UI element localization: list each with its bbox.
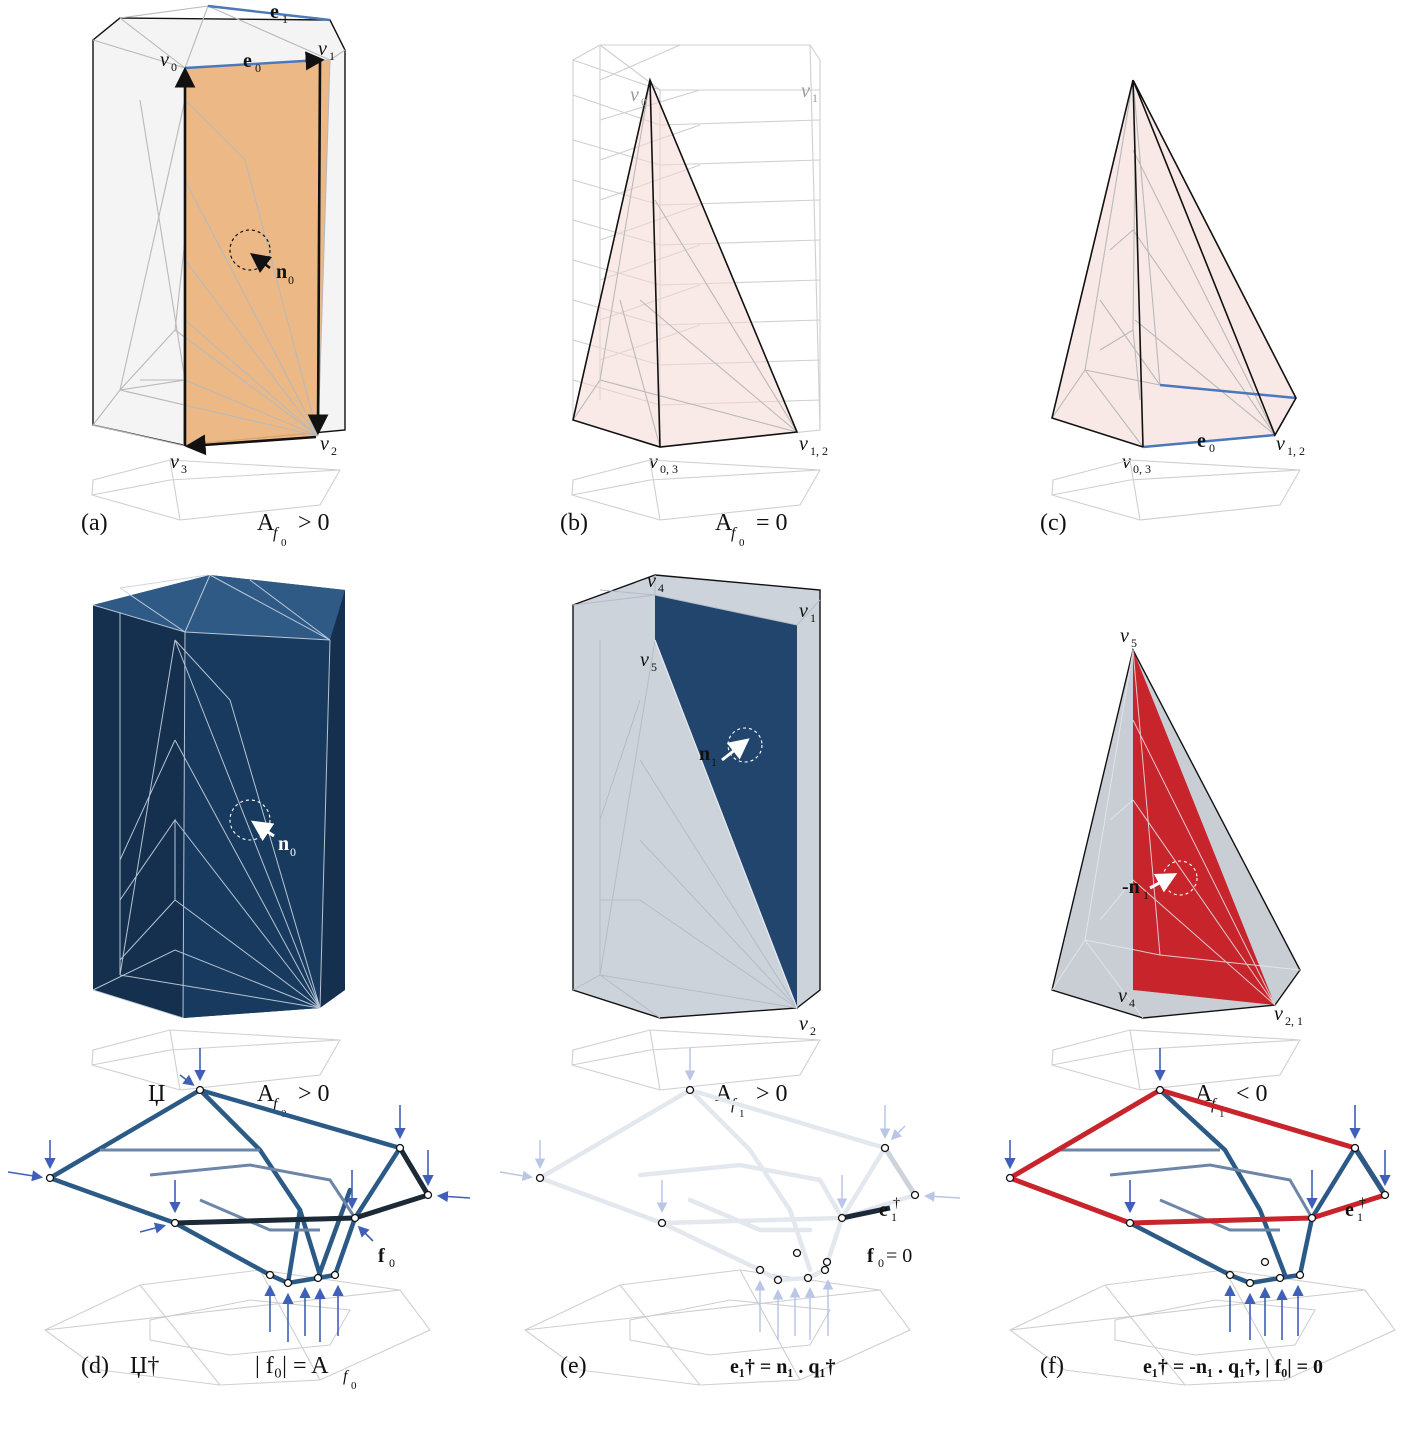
n0-subscript-d: 0 xyxy=(290,845,296,859)
v1-label: v xyxy=(318,38,327,60)
panel-a: v 0 v 1 v 2 v 3 e 1 e 0 n 0 (a) A f 0 > … xyxy=(81,1,346,549)
relation-a: > 0 xyxy=(298,510,330,536)
f0-label-e: f xyxy=(867,1245,874,1267)
area-symbol-d: A xyxy=(257,1081,275,1107)
v03-subscript-b: 0, 3 xyxy=(660,462,678,476)
v0-label-faded: v xyxy=(630,84,639,106)
panel-d-top: n 0 Џ A f 0 > 0 xyxy=(91,574,345,1120)
n0-subscript: 0 xyxy=(288,273,294,287)
area-sub-b: f xyxy=(731,525,738,542)
caption-sub-d: f xyxy=(343,1368,350,1385)
n0-label-d: n xyxy=(278,833,289,855)
relation-d: > 0 xyxy=(298,1081,330,1107)
relation-e: > 0 xyxy=(756,1081,788,1107)
n1-subscript-e: 1 xyxy=(711,755,717,769)
v21-subscript-f: 2, 1 xyxy=(1285,1014,1303,1028)
panel-c-label: (c) xyxy=(1040,510,1067,536)
v3-subscript: 3 xyxy=(181,462,187,476)
caption-e: e₁† = n₁ . q₁† xyxy=(730,1356,836,1378)
v4-subscript-f: 4 xyxy=(1129,996,1135,1010)
neg-n1-subscript-f: 1 xyxy=(1143,888,1149,902)
panel-c: v 0, 3 v 1, 2 e 0 (c) xyxy=(1040,79,1305,536)
e1-label: e xyxy=(270,1,279,23)
n1-label-e: n xyxy=(699,743,710,765)
v12-subscript-b: 1, 2 xyxy=(810,444,828,458)
f0-subscript-e: 0 xyxy=(878,1256,884,1270)
area-symbol-a: A xyxy=(257,510,275,536)
v3-label: v xyxy=(170,451,179,473)
v03-label-b: v xyxy=(649,451,658,473)
v5-label-e: v xyxy=(640,649,649,671)
v12-label-c: v xyxy=(1276,433,1285,455)
v2-subscript: 2 xyxy=(331,444,337,458)
dual-glyph-dagger: Џ† xyxy=(130,1353,159,1379)
v2-label: v xyxy=(320,433,329,455)
v5-subscript-e: 5 xyxy=(651,660,657,674)
panel-d-force: f 0 (d) Џ† | f₀| = A f 0 xyxy=(7,1048,471,1392)
panel-f-label: (f) xyxy=(1040,1353,1064,1379)
caption-d: | f₀| = A xyxy=(255,1353,329,1379)
v03-subscript-c: 0, 3 xyxy=(1133,462,1151,476)
v1-subscript-e: 1 xyxy=(810,611,816,625)
f0-rhs-e: = 0 xyxy=(886,1245,912,1267)
e1-subscript-e: 1 xyxy=(891,1210,897,1224)
n0-label: n xyxy=(276,261,287,283)
v21-label-f: v xyxy=(1274,1003,1283,1025)
v1-subscript-faded: 1 xyxy=(812,91,818,105)
panel-f-force: e 1 † (f) e₁† = -n₁ . q₁†, | f₀| = 0 xyxy=(1004,1048,1396,1386)
neg-n1-label-f: -n xyxy=(1122,876,1140,898)
e0-subscript-c: 0 xyxy=(1209,441,1215,455)
area-subsub-a: 0 xyxy=(281,537,287,549)
relation-b: = 0 xyxy=(756,510,788,536)
v0-subscript-faded: 0 xyxy=(641,95,647,109)
panel-b-label: (b) xyxy=(560,510,588,536)
v4-label-f: v xyxy=(1118,985,1127,1007)
v4-label-e: v xyxy=(647,570,656,592)
area-sub-d: f xyxy=(273,1096,280,1113)
e1-subscript-f: 1 xyxy=(1357,1210,1363,1224)
panel-b: v 0 v 1 v 0, 3 v 1, 2 (b) A f 0 = 0 xyxy=(560,44,828,549)
v0-subscript: 0 xyxy=(171,60,177,74)
v5-label-f: v xyxy=(1120,625,1129,647)
panel-d-label: (d) xyxy=(81,1353,109,1379)
v03-label-c: v xyxy=(1122,451,1131,473)
e1-label-f: e xyxy=(1345,1199,1354,1221)
panel-e-top: v 4 v 1 v 5 v 2 n 1 A f 1 > 0 xyxy=(571,570,821,1120)
e1-subscript: 1 xyxy=(282,12,288,26)
area-subsub-b: 0 xyxy=(739,537,745,549)
e1-label-e: e xyxy=(879,1199,888,1221)
relation-f: < 0 xyxy=(1236,1081,1268,1107)
area-subsub-f: 1 xyxy=(1219,1108,1225,1120)
panel-e-force: e 1 † f 0 = 0 (e) e₁† = n₁ . q₁† xyxy=(499,1048,961,1386)
v4-subscript-e: 4 xyxy=(658,581,664,595)
panel-a-label: (a) xyxy=(81,510,108,536)
panel-f-top: v 5 v 4 v 2, 1 -n 1 A f 1 < 0 xyxy=(1051,625,1303,1120)
caption-f: e₁† = -n₁ . q₁†, | f₀| = 0 xyxy=(1143,1356,1323,1378)
v5-subscript-f: 5 xyxy=(1131,636,1137,650)
panel-e-label: (e) xyxy=(560,1353,587,1379)
v1-subscript: 1 xyxy=(329,49,335,63)
v12-subscript-c: 1, 2 xyxy=(1287,444,1305,458)
dual-glyph-d: Џ xyxy=(148,1081,165,1107)
f0-subscript-d: 0 xyxy=(389,1256,395,1270)
v12-label-b: v xyxy=(799,433,808,455)
e0-label-c: e xyxy=(1197,430,1206,452)
v2-label-e: v xyxy=(799,1013,808,1035)
area-symbol-b: A xyxy=(715,510,733,536)
caption-subsub-d: 0 xyxy=(351,1380,357,1392)
v2-subscript-e: 2 xyxy=(810,1024,816,1038)
v1-label-faded: v xyxy=(801,80,810,102)
e0-label: e xyxy=(243,50,252,72)
e1-superscript-e: † xyxy=(893,1196,900,1211)
f0-label-d: f xyxy=(378,1245,385,1267)
area-subsub-e: 1 xyxy=(739,1108,745,1120)
e0-subscript: 0 xyxy=(255,61,261,75)
v1-label-e: v xyxy=(799,600,808,622)
e1-superscript-f: † xyxy=(1359,1196,1366,1211)
v0-label: v xyxy=(160,49,169,71)
area-sub-a: f xyxy=(273,525,280,542)
